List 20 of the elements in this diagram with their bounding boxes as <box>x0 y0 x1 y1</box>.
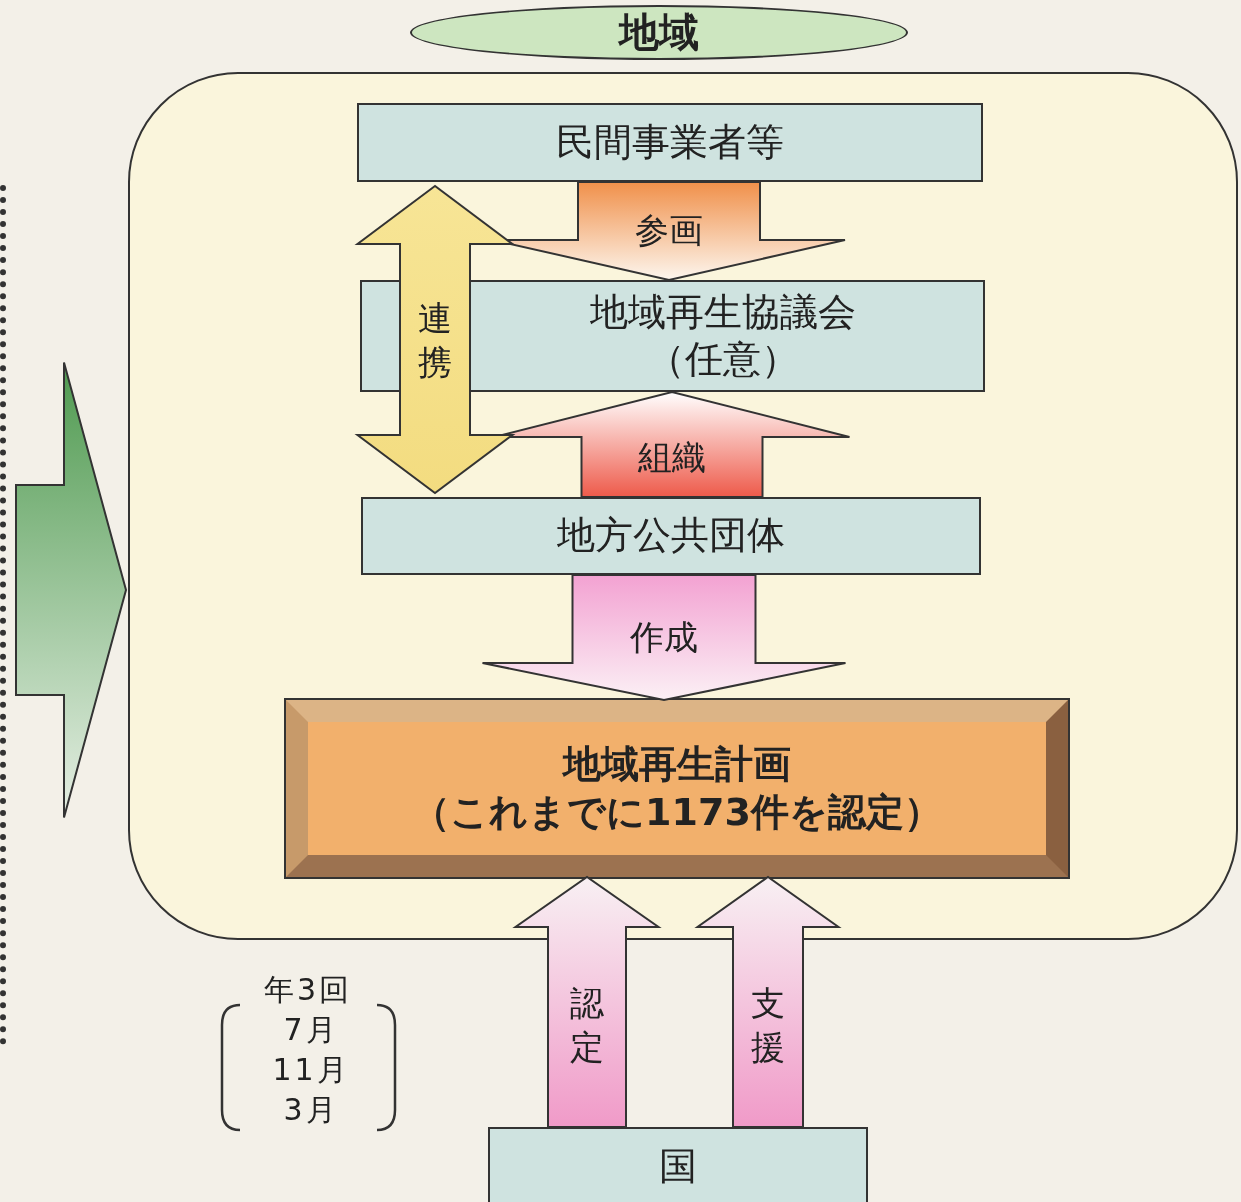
edge-label: 連携 <box>417 297 454 385</box>
organization-box: 地方公共団体 <box>361 497 981 575</box>
block-arrow <box>354 184 516 495</box>
edge-label: 参画 <box>635 209 703 251</box>
region-heading: 地域 <box>410 5 908 60</box>
schedule-text: 7月 <box>283 1012 339 1048</box>
edge-label: 作成 <box>630 616 698 658</box>
organization-box: 民間事業者等 <box>357 103 983 182</box>
block-arrow <box>15 361 128 819</box>
edge-label: 支援 <box>750 982 787 1070</box>
schedule-text: 11月 <box>272 1052 350 1088</box>
country-box: 国 <box>488 1127 868 1202</box>
edge-label: 認定 <box>569 982 606 1070</box>
plan-box: 地域再生計画（これまでに1173件を認定） <box>286 700 1068 877</box>
block-arrow <box>512 875 662 1128</box>
block-arrow <box>481 574 847 702</box>
edge-label: 組織 <box>638 436 706 478</box>
block-arrow <box>694 875 842 1128</box>
schedule-text: 年3回 <box>264 972 353 1008</box>
schedule-text: 3月 <box>283 1092 339 1128</box>
